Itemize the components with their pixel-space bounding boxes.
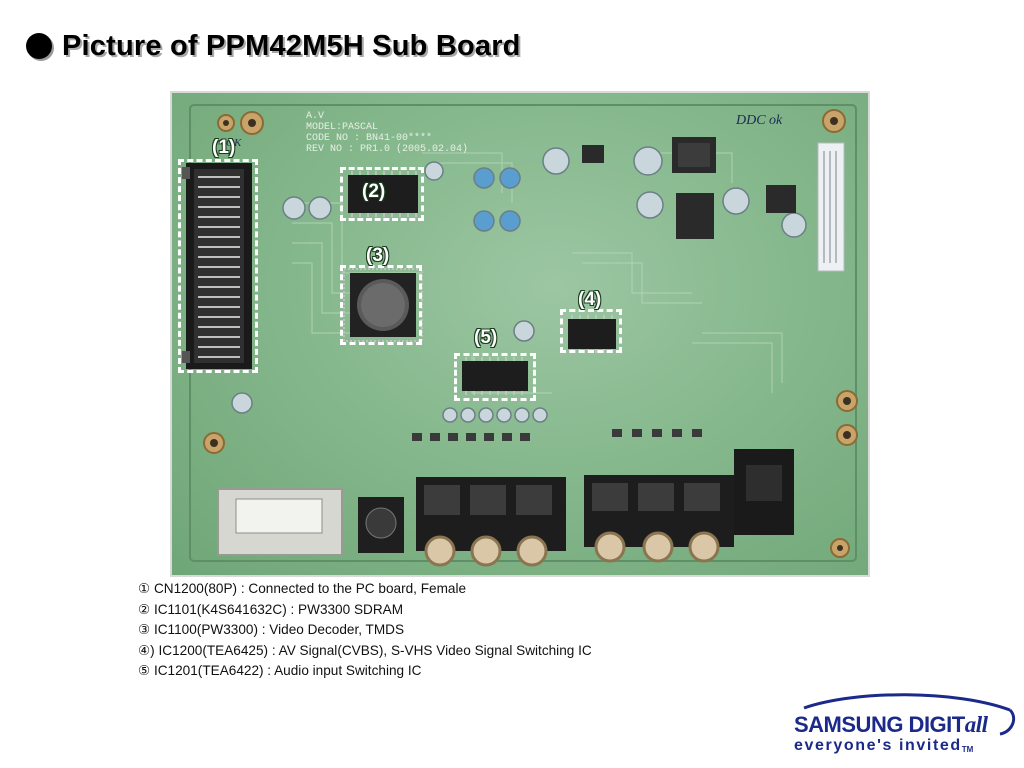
figure-panel: A.V MODEL:PASCAL CODE NO : BN41-00**** R… xyxy=(134,83,890,687)
label-4: (4) xyxy=(578,289,602,310)
ic1100-chip xyxy=(343,268,423,342)
mounting-holes xyxy=(203,109,858,558)
label-5: (5) xyxy=(474,327,498,348)
highlight-ic1101 xyxy=(340,167,424,221)
ic1200-chip xyxy=(568,315,616,353)
label-1: (1) xyxy=(212,137,236,158)
slide-title: Picture of PPM42M5H Sub Board xyxy=(26,26,521,66)
caption-item: ④) IC1200(TEA6425) : AV Signal(CVBS), S-… xyxy=(138,642,592,658)
caption-list: ① CN1200(80P) : Connected to the PC boar… xyxy=(138,579,883,682)
ddc-note: DDC ok xyxy=(736,113,783,128)
logo-brand-suffix: all xyxy=(964,712,988,737)
highlight-cn1200 xyxy=(178,159,258,373)
dvi-connector xyxy=(217,488,343,556)
capacitors xyxy=(231,146,807,423)
optical-connector xyxy=(734,449,794,535)
caption-item: ② IC1101(K4S641632C) : PW3300 SDRAM xyxy=(138,601,404,617)
logo-swoosh-icon xyxy=(803,693,1016,736)
bullet-icon xyxy=(26,33,52,59)
logo-tm: TM xyxy=(961,745,974,754)
samsung-logo: SAMSUNG DIGITall everyone's invitedTM xyxy=(786,688,1024,768)
svhs-connector xyxy=(358,497,404,553)
logo-brand-text: SAMSUNG DIGIT xyxy=(794,712,965,737)
highlight-ic1100 xyxy=(340,265,422,345)
ic1101-chip xyxy=(348,171,418,217)
slide-title-text: Picture of PPM42M5H Sub Board xyxy=(62,29,521,62)
ic1201-chip xyxy=(462,357,528,395)
rca-jacks-left xyxy=(416,477,566,567)
board-photo: A.V MODEL:PASCAL CODE NO : BN41-00**** R… xyxy=(170,91,870,577)
voltage-regulators xyxy=(582,137,796,239)
ok-note: OK xyxy=(226,137,242,149)
logo-tagline: everyone's invitedTM xyxy=(794,737,973,755)
pcb-drawing xyxy=(182,104,858,567)
label-3: (3) xyxy=(366,245,390,266)
silkscreen-text: A.V MODEL:PASCAL CODE NO : BN41-00**** R… xyxy=(306,111,469,155)
logo-brand: SAMSUNG DIGITall xyxy=(794,712,988,738)
caption-item: ③ IC1100(PW3300) : Video Decoder, TMDS xyxy=(138,622,405,637)
rca-jacks-right xyxy=(584,475,734,563)
highlight-ic1200 xyxy=(560,309,622,353)
logo-tagline-text: everyone's invited xyxy=(794,737,962,754)
caption-item: ① CN1200(80P) : Connected to the PC boar… xyxy=(138,581,467,596)
cn1200-connector xyxy=(182,163,252,369)
caption-item: ⑤ IC1201(TEA6422) : Audio input Switchin… xyxy=(138,663,422,678)
label-2: (2) xyxy=(362,181,386,202)
highlight-ic1201 xyxy=(454,353,536,401)
barcode-sticker xyxy=(817,142,845,272)
